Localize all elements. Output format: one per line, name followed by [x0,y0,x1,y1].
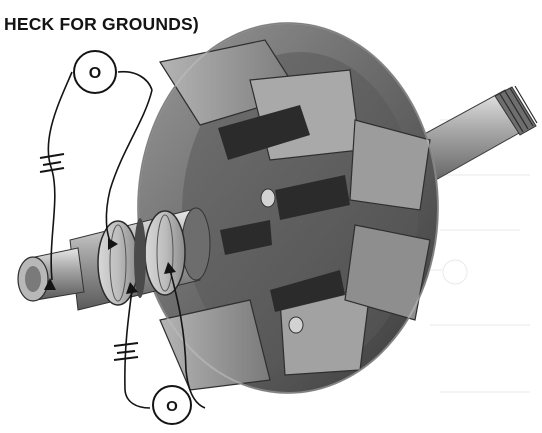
svg-text:O: O [166,398,178,415]
svg-text:O: O [89,65,101,82]
test-lamp-icon: O [152,385,192,425]
claw-poles [159,39,431,391]
rivet-holes [260,188,304,334]
shaft-threads [499,85,538,133]
slip-ring [144,210,186,296]
rotor-body [137,22,439,394]
probe-icon [126,262,176,294]
slip-ring-assembly [17,207,211,311]
continuity-test-circuit [124,269,206,409]
test-lamp-icon: O [73,50,117,94]
probe-icon [44,238,118,290]
battery-icon [113,342,139,361]
figure-caption: HECK FOR GROUNDS) [4,14,199,34]
pole-slots [218,105,350,312]
battery-icon [39,153,65,173]
